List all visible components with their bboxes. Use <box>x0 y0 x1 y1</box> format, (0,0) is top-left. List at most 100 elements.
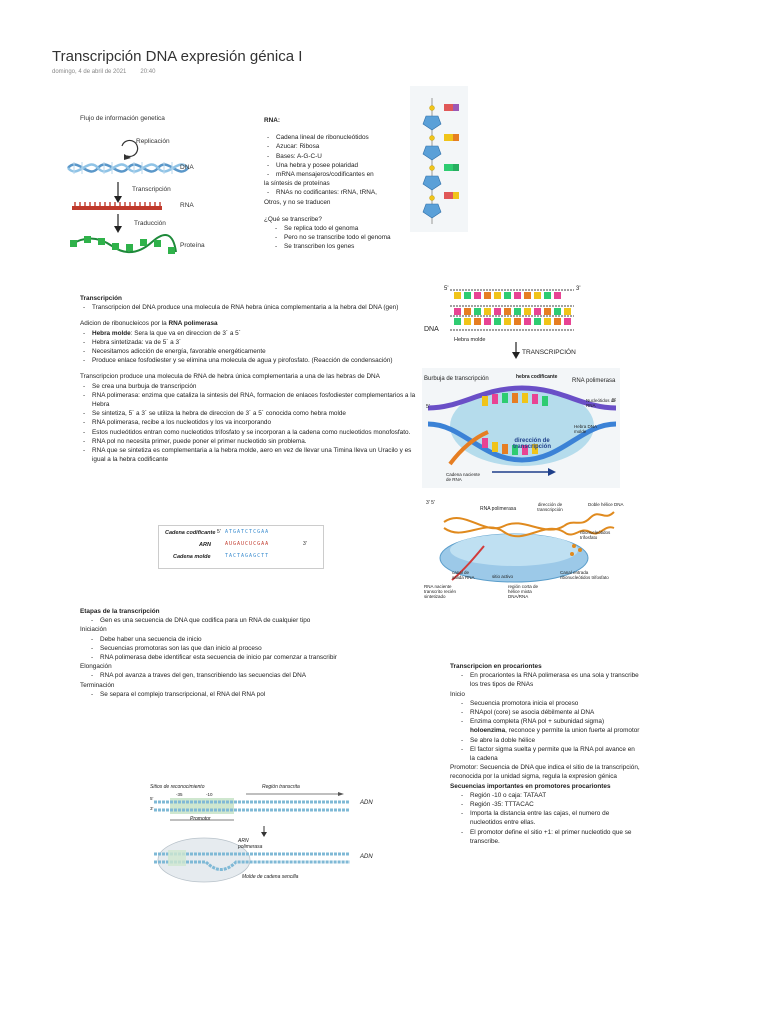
list-item-text: : Sera la que va en direccion de 3´ a 5´ <box>130 329 241 337</box>
label-hebra-codificante: hebra codificante <box>516 374 558 380</box>
bubble-diagram <box>427 385 617 476</box>
list-item: Gen es una secuencia de DNA que codifica… <box>80 616 420 625</box>
list-item: RNAs no codificantes: rRNA, tRNA, <box>264 188 414 197</box>
list-item: Transcripcion del DNA produce una molecu… <box>80 303 426 312</box>
label-sitios: Sitios de reconocimiento <box>150 784 205 790</box>
transcripcion-section: Transcripción Transcripcion del DNA prod… <box>80 294 426 464</box>
etapas-heading: Etapas de la transcripción <box>80 608 160 615</box>
label-transcripcion: Transcripción <box>132 186 171 193</box>
label-molde: Molde de cadena sencilla <box>242 874 299 880</box>
codon-figure: Cadena codificante ARN Cadena molde ATGA… <box>158 525 324 569</box>
bubble-five: 5' <box>426 404 430 410</box>
list-item: mRNA mensajeros/codificantes en <box>264 170 414 179</box>
label-minus-35: -35 <box>176 792 183 797</box>
list-item-text: Secuencia promotora inicia el proceso <box>470 699 579 707</box>
label-adn-top: ADN <box>360 800 373 806</box>
label-canal-entrada: Canal entrada ribonucleótidos trifosfato <box>560 570 609 580</box>
produce-list: Se crea una burbuja de transcripción RNA… <box>80 382 426 465</box>
procariontes-heading: Transcripcion en procariontes <box>450 663 542 670</box>
page-date: domingo, 4 de abril de 2021 <box>52 69 127 75</box>
inicio-heading: Inicio <box>450 690 465 698</box>
label-arn: ARN <box>199 542 211 548</box>
secuencias-heading: Secuencias importantes en promotores pro… <box>450 782 611 790</box>
list-item: Hebra molde: Sera la que va en direccion… <box>80 329 426 338</box>
procariontes-section: Transcripcion en procariontes En procari… <box>450 662 640 846</box>
adicion-line: Adicion de ribonucleicos por la RNA poli… <box>80 319 426 328</box>
label-rna-pol: RNA polimerasa <box>480 506 517 512</box>
list-item: RNA polimerasa: enzima que cataliza la s… <box>80 391 426 409</box>
terminacion-heading: Terminación <box>80 681 115 689</box>
question-list: Se replica todo el genoma Pero no se tra… <box>264 224 394 252</box>
list-item: RNA pol no necesita primer, puede poner … <box>80 437 426 446</box>
label-ribonucleotidos: ribonucleótidos trifosfato <box>580 530 611 540</box>
label-cadena-naciente: Cadena naciente de RNA <box>446 472 481 482</box>
list-item: Bases: A-G-C-U <box>264 152 414 161</box>
strand-dna: DNA <box>424 326 439 333</box>
label-cadena-codificante: Cadena codificante <box>165 530 216 536</box>
produce-line: Transcripcion produce una molecula de RN… <box>80 373 380 381</box>
five-prime: 5' <box>217 529 221 535</box>
bubble-three: 3' <box>612 398 616 404</box>
inicio-list: Secuencia promotora inicia el proceso RN… <box>450 699 640 763</box>
list-item: RNA polimerasa, recibe a los nucleotidos… <box>80 418 426 427</box>
list-item: En procariontes la RNA polimerasa es una… <box>450 671 640 689</box>
list-item-text: RNApol (core) se asocia débilmente al DN… <box>470 709 595 717</box>
list-item: Produce enlace fosfodiester y se elimina… <box>80 356 426 365</box>
promoter-five: 5' <box>150 796 154 801</box>
transcripcion-label: TRANSCRIPCIÓN <box>522 349 576 356</box>
strand-three: 3' <box>576 286 581 292</box>
list-item: Hebra sintetizada: va de 5´ a 3´ <box>80 338 426 347</box>
list-item-text: Enzima completa (RNA pol + subunidad sig… <box>470 718 605 726</box>
list-item: Se transcriben los genes <box>264 242 394 251</box>
rna-heading: RNA: <box>264 117 280 124</box>
list-item-text: El factor sigma suelta y permite que la … <box>470 745 635 763</box>
list-item: Se sintetiza, 5´ a 3´ se utiliza la hebr… <box>80 409 426 418</box>
promoter-three: 3' <box>150 806 154 811</box>
list-item: El factor sigma suelta y permite que la … <box>450 745 640 763</box>
list-item: Región -10 o caja: TATAAT <box>450 791 640 800</box>
flow-figure: Flujo de información genetica <box>52 112 252 272</box>
flow-diagram <box>67 139 189 254</box>
secuencias-list: Región -10 o caja: TATAAT Región -35: TT… <box>450 791 640 846</box>
label-minus-10: -10 <box>206 792 213 797</box>
strand-five: 5' <box>444 286 449 292</box>
label-three-five: 3' 5' <box>426 500 435 506</box>
three-prime: 3' <box>303 541 307 547</box>
list-item: RNA pol avanza a traves del gen, transcr… <box>80 671 420 680</box>
seq-arn: AUGAUCUCGAA <box>225 541 270 547</box>
list-item: Una hebra y posee polaridad <box>264 161 414 170</box>
label-rna-polimerasa: RNA polimerasa <box>572 378 616 384</box>
list-item: Se replica todo el genoma <box>264 224 394 233</box>
list-item: Se separa el complejo transcripcional, e… <box>80 690 420 699</box>
rna-polymerase-figure: 3' 5' RNA polimerasa dirección de transc… <box>424 498 628 610</box>
adicion-list: Hebra molde: Sera la que va en direccion… <box>80 329 426 366</box>
rna-question: ¿Qué se transcribe? <box>264 215 322 223</box>
label-region-mixta: región corta de hélice mixta DNA/RNA <box>508 584 539 599</box>
label-cadena-molde: Cadena molde <box>173 554 211 560</box>
label-replicacion: Replicación <box>136 138 170 145</box>
label-direccion-transcripcion: dirección de transcripción <box>537 502 563 512</box>
list-item: RNA que se sintetiza es complementaria a… <box>80 446 426 464</box>
list-item: Importa la distancia entre las cajas, el… <box>450 809 640 827</box>
list-item: RNApol (core) se asocia débilmente al DN… <box>450 708 640 717</box>
etapas-section: Etapas de la transcripción Gen es una se… <box>80 607 420 699</box>
list-item: RNA polimerasa debe identificar esta sec… <box>80 653 420 662</box>
list-item: Secuencias promotoras son las que dan in… <box>80 644 420 653</box>
list-item: Secuencia promotora inicia el proceso <box>450 699 640 708</box>
label-doble-helice: Doble hélice DNA <box>588 502 624 507</box>
label-adn-bottom: ADN <box>360 854 373 860</box>
list-item: Debe haber una secuencia de inicio <box>80 635 420 644</box>
adicion-prefix: Adicion de ribonucleicos por la <box>80 320 169 328</box>
list-item: Se abre la doble hélice <box>450 736 640 745</box>
label-rna: RNA <box>180 202 194 209</box>
transcription-bubble-figure: Burbuja de transcripción hebra codifican… <box>422 368 620 488</box>
rna-continuation: la síntesis de proteínas <box>264 180 330 188</box>
list-item-bold: holoenzima <box>470 727 506 735</box>
label-direccion: dirección de transcripción <box>512 438 551 450</box>
dna-strands-diagram <box>450 289 574 359</box>
list-item: Azucar: Ribosa <box>264 142 414 151</box>
hebra-molde-label: Hebra molde <box>454 337 486 343</box>
label-canal-salida: canal de salida RNA <box>452 570 475 580</box>
page-title: Transcripción DNA expresión génica I <box>52 48 303 65</box>
